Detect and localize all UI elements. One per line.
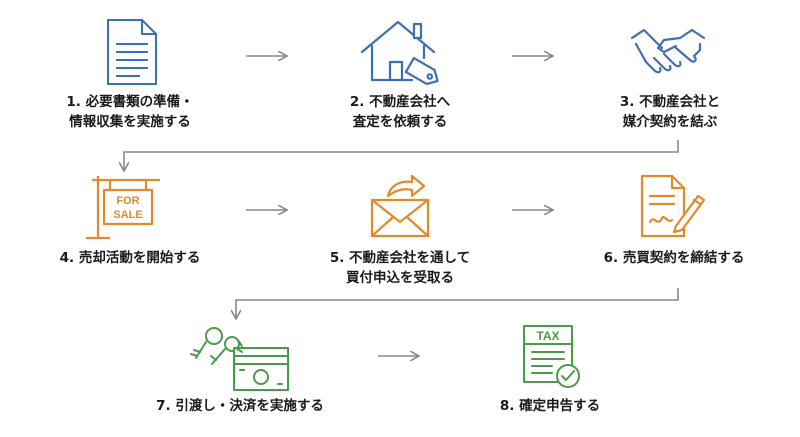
keys-money-icon xyxy=(190,327,289,391)
envelope-icon xyxy=(370,174,430,238)
step-1-line1: 1. 必要書類の準備・ xyxy=(66,94,194,110)
handshake-icon xyxy=(630,28,706,74)
step-2-line1: 2. 不動産会社へ xyxy=(349,94,451,110)
step-1-label: 1. 必要書類の準備・ 情報収集を実施する xyxy=(40,92,220,132)
for-sale-sign-icon xyxy=(86,176,160,240)
step-1-line2: 情報収集を実施する xyxy=(69,114,191,130)
arrow-3-4 xyxy=(124,140,679,170)
step-3-label: 3. 不動産会社と 媒介契約を結ぶ xyxy=(580,92,760,132)
step-4-line1: 4. 売却活動を開始する xyxy=(59,250,201,266)
house-tag-icon xyxy=(360,20,439,86)
step-3-line2: 媒介契約を結ぶ xyxy=(622,114,718,130)
contract-signing-icon xyxy=(640,174,706,238)
document-icon xyxy=(107,19,157,85)
tax-text: TAX xyxy=(536,329,559,343)
step-8-line1: 8. 確定申告する xyxy=(499,398,601,414)
step-2-label: 2. 不動産会社へ 査定を依頼する xyxy=(310,92,490,132)
step-2-line2: 査定を依頼する xyxy=(352,114,448,130)
step-4-label: 4. 売却活動を開始する xyxy=(28,248,232,268)
step-5-line2: 買付申込を受取る xyxy=(346,270,454,286)
step-7-line1: 7. 引渡し・決済を実施する xyxy=(156,398,324,414)
for-sale-text-top: FOR xyxy=(116,195,139,207)
step-8-label: 8. 確定申告する xyxy=(460,396,640,416)
tax-form-icon xyxy=(523,325,580,388)
step-5-line1: 5. 不動産会社を通して xyxy=(329,250,471,266)
for-sale-text-bottom: SALE xyxy=(113,209,142,221)
step-7-label: 7. 引渡し・決済を実施する xyxy=(120,396,360,416)
step-6-label: 6. 売買契約を締結する xyxy=(572,248,776,268)
step-6-line1: 6. 売買契約を締結する xyxy=(603,250,745,266)
arrow-6-7 xyxy=(236,288,679,318)
step-5-label: 5. 不動産会社を通して 買付申込を受取る xyxy=(300,248,500,288)
step-3-line1: 3. 不動産会社と xyxy=(619,94,721,110)
